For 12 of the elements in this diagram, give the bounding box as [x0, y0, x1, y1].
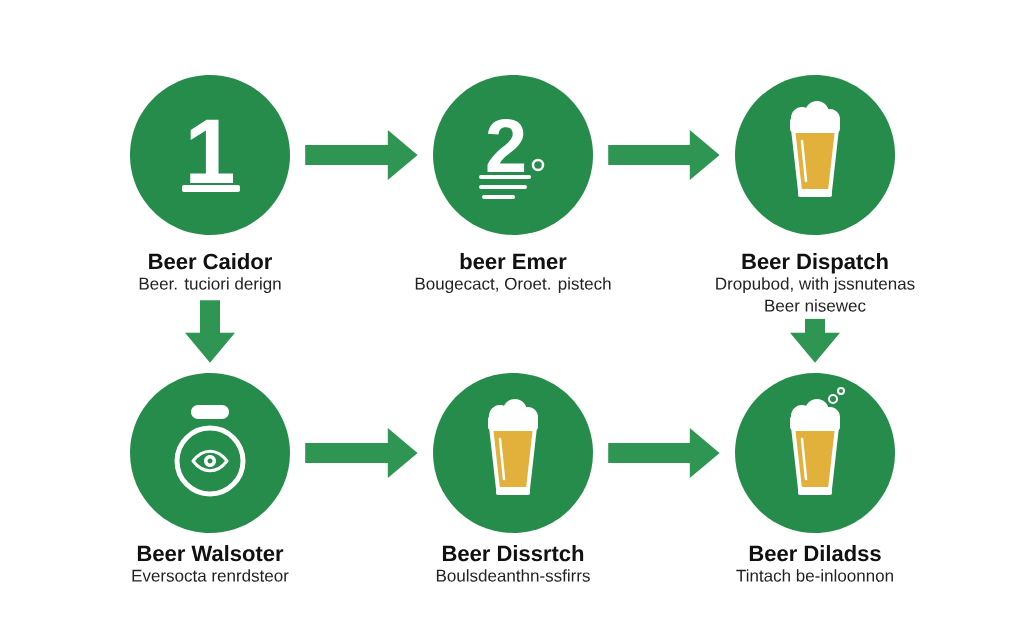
step-description: Beer. tuciori derign [139, 277, 281, 294]
step-title: Beer Walsoter [137, 545, 284, 562]
step-description: Bougecact, Oroet. pistech [415, 277, 611, 294]
step-title: Beer Dispatch [742, 253, 888, 274]
step-title: Beer Caidor [149, 253, 272, 270]
step-title: Beer Dissrtch [442, 545, 584, 562]
step-description: Dropubod, with jssnutenas Beer nisewec [716, 277, 915, 312]
step-description: Tintach be-inloonnon [736, 569, 893, 582]
step-title: beer Emer [460, 253, 567, 270]
step-title: Beer Diladss [749, 545, 881, 562]
step-description: Boulsdeanthn-ssfirrs [436, 569, 590, 582]
step-description: Eversocta renrdsteor [132, 569, 289, 582]
